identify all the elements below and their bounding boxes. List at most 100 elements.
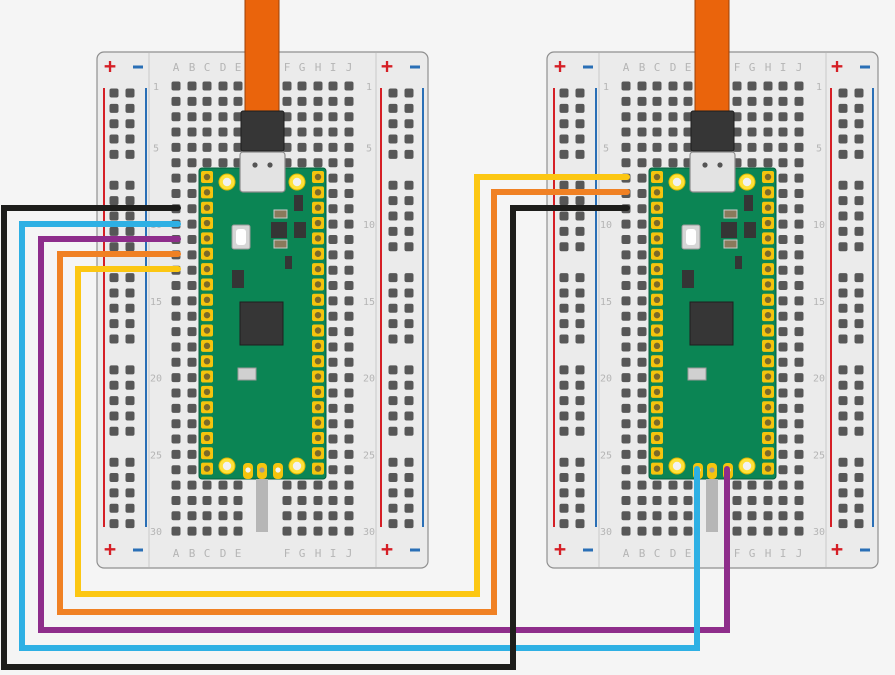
- rail-hole: [404, 180, 414, 190]
- rail-hole: [575, 211, 585, 221]
- rail-hole: [404, 519, 414, 529]
- wire-black[interactable]: [1, 205, 630, 670]
- column-label: B: [639, 547, 646, 560]
- rail-hole: [404, 211, 414, 221]
- gpio-pad-hole: [653, 189, 661, 196]
- rail-hole: [404, 119, 414, 129]
- column-label: F: [734, 61, 741, 74]
- gpio-pad-hole: [314, 265, 322, 273]
- column-label: E: [235, 547, 242, 560]
- terminal-hole: [282, 96, 292, 106]
- rail-hole: [404, 365, 414, 375]
- terminal-hole: [778, 204, 788, 214]
- terminal-hole: [621, 419, 631, 429]
- wire-yellow[interactable]: [75, 174, 630, 597]
- rail-hole: [559, 196, 569, 206]
- terminal-hole: [344, 403, 354, 413]
- column-label: A: [623, 61, 630, 74]
- column-label: J: [346, 547, 353, 560]
- terminal-hole: [171, 81, 181, 91]
- terminal-hole: [344, 434, 354, 444]
- terminal-hole: [794, 173, 804, 183]
- terminal-hole: [794, 281, 804, 291]
- rail-hole: [854, 103, 864, 113]
- row-label: 30: [600, 527, 612, 538]
- column-label: J: [796, 547, 803, 560]
- terminal-hole: [187, 342, 197, 352]
- terminal-hole: [778, 250, 788, 260]
- flash-chip: [232, 270, 244, 288]
- gpio-pad-hole: [203, 296, 211, 303]
- rail-plus-label: +: [104, 537, 116, 561]
- terminal-hole: [328, 495, 338, 505]
- terminal-hole: [683, 511, 693, 521]
- gpio-pad-hole: [314, 419, 322, 426]
- terminal-hole: [747, 511, 757, 521]
- rail-hole: [109, 457, 119, 467]
- terminal-hole: [218, 495, 228, 505]
- rail-hole: [559, 503, 569, 513]
- rail-hole: [109, 180, 119, 190]
- rail-hole: [559, 226, 569, 236]
- gpio-pad-hole: [764, 219, 772, 227]
- terminal-hole: [621, 127, 631, 137]
- terminal-hole: [328, 434, 338, 444]
- terminal-hole: [171, 526, 181, 536]
- terminal-hole: [637, 495, 647, 505]
- chip: [744, 195, 753, 211]
- rail-hole: [404, 503, 414, 513]
- rail-hole: [838, 488, 848, 498]
- wire-blue[interactable]: [19, 221, 700, 651]
- rail-hole: [559, 242, 569, 252]
- terminal-hole: [344, 495, 354, 505]
- gpio-pad-hole: [764, 173, 772, 181]
- flash-chip: [682, 270, 694, 288]
- wires: [1, 174, 730, 670]
- terminal-hole: [637, 526, 647, 536]
- rail-hole: [404, 134, 414, 144]
- crystal: [687, 367, 707, 381]
- rail-hole: [838, 288, 848, 298]
- mounting-hole-center: [292, 461, 302, 471]
- terminal-hole: [202, 495, 212, 505]
- rail-hole: [404, 288, 414, 298]
- rail-hole: [575, 365, 585, 375]
- terminal-hole: [328, 327, 338, 337]
- rail-minus-label: [583, 65, 593, 69]
- gpio-pad-hole: [203, 311, 211, 319]
- rail-hole: [388, 380, 398, 390]
- terminal-hole: [637, 127, 647, 137]
- rail-hole: [404, 242, 414, 252]
- rail-hole: [388, 396, 398, 406]
- rail-hole: [854, 319, 864, 329]
- terminal-hole: [778, 188, 788, 198]
- terminal-hole: [218, 526, 228, 536]
- terminal-hole: [171, 142, 181, 152]
- gpio-pad-hole: [653, 342, 661, 350]
- gpio-pad-hole: [653, 373, 661, 380]
- column-label: H: [765, 547, 772, 560]
- rail-hole: [575, 411, 585, 421]
- rail-hole: [404, 88, 414, 98]
- terminal-hole: [282, 81, 292, 91]
- terminal-hole: [747, 480, 757, 490]
- terminal-hole: [218, 127, 228, 137]
- terminal-hole: [778, 449, 788, 459]
- terminal-hole: [621, 311, 631, 321]
- terminal-hole: [747, 158, 757, 168]
- terminal-hole: [621, 526, 631, 536]
- wire-purple[interactable]: [38, 236, 730, 633]
- terminal-hole: [313, 81, 323, 91]
- chip: [294, 195, 303, 211]
- terminal-hole: [763, 495, 773, 505]
- terminal-hole: [621, 81, 631, 91]
- rail-plus-label: +: [831, 54, 843, 78]
- rail-hole: [388, 319, 398, 329]
- terminal-hole: [187, 158, 197, 168]
- row-label: 20: [813, 374, 825, 385]
- rail-hole: [125, 180, 135, 190]
- terminal-hole: [344, 158, 354, 168]
- wire-orange[interactable]: [57, 189, 630, 615]
- terminal-hole: [668, 127, 678, 137]
- gpio-pad-hole: [314, 189, 322, 196]
